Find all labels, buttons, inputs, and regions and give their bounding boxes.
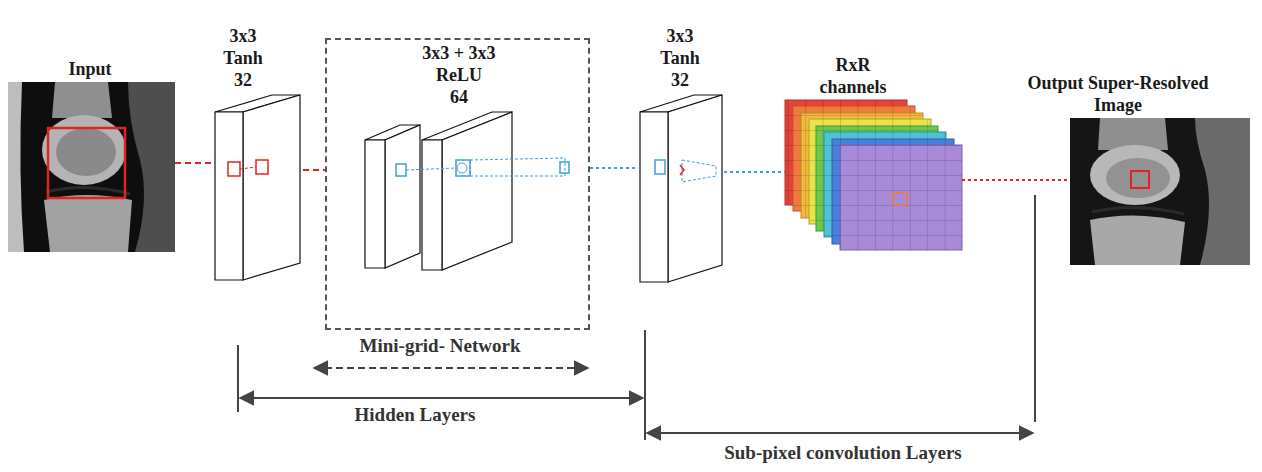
input-patch-box — [48, 128, 125, 198]
node-text: 3x3 Tanh — [652, 25, 708, 69]
mri-tibia — [1090, 215, 1185, 265]
output-image: Output Super-Resolved Image — [1070, 118, 1250, 265]
projection-line — [406, 168, 456, 170]
node-heading: 3x3 Tanh32 — [215, 25, 271, 91]
output-pixel-box — [1131, 171, 1149, 188]
channel-grid — [840, 145, 962, 250]
projection-line — [470, 158, 565, 176]
connector — [724, 171, 785, 173]
connector — [962, 179, 1070, 181]
channel-stack-node: RxR channels — [785, 100, 962, 250]
node-text: Input — [40, 58, 140, 80]
kernel-mark — [680, 165, 684, 175]
node-text: 32 — [652, 69, 708, 91]
brackets — [238, 195, 1035, 440]
channel-stack — [785, 100, 962, 250]
hidden-layers-arrow — [240, 397, 643, 399]
kernel-patch — [655, 160, 665, 174]
projection-line — [240, 167, 256, 169]
node-heading: RxR channels — [803, 54, 903, 98]
node-heading: 3x3 Tanh32 — [652, 25, 708, 91]
mri-tibia — [44, 195, 132, 252]
kernel-patch — [456, 160, 470, 176]
node-heading: 3x3 + 3x3 ReLU64 — [407, 42, 511, 108]
mri-fat — [8, 82, 24, 252]
mri-background — [1070, 118, 1250, 265]
layer-slab — [640, 95, 722, 282]
slab-front — [422, 140, 442, 270]
pixel-mark — [893, 193, 907, 205]
node-heading: Output Super-Resolved Image — [1003, 72, 1233, 116]
node-text: 3x3 Tanh — [215, 25, 271, 69]
mini-grid-arrow — [314, 367, 588, 369]
slab-front — [365, 140, 385, 268]
kernel-patch — [228, 162, 240, 176]
connector — [590, 167, 638, 169]
connector — [175, 162, 213, 164]
layer-slab — [215, 95, 300, 280]
node-text: 3x3 + 3x3 ReLU — [407, 42, 511, 86]
slab-side — [385, 125, 420, 268]
mri-condyle-core — [56, 128, 116, 176]
mri-condyle — [1090, 145, 1180, 205]
mri-cartilage — [46, 187, 130, 194]
conv-layer: 3x3 Tanh32 — [638, 93, 724, 284]
bracket-tick — [237, 345, 239, 412]
slab-side — [668, 95, 722, 282]
kernel-dot — [457, 163, 467, 173]
group-label: Mini-grid- Network — [357, 335, 524, 357]
mri-background — [8, 82, 175, 252]
node-text: 32 — [215, 69, 271, 91]
mri-muscle — [128, 82, 175, 252]
kernel-patch — [560, 162, 569, 173]
mri-cartilage — [1092, 207, 1184, 214]
group-label: Hidden Layers — [352, 404, 479, 426]
kernel-patch — [396, 164, 406, 176]
node-text: RxR channels — [803, 54, 903, 98]
mini-grid-slabs — [365, 112, 569, 270]
slab-front — [640, 112, 668, 282]
bracket-tick — [644, 330, 646, 440]
projection-line — [682, 160, 716, 182]
node-heading: Input — [40, 58, 140, 80]
node-text: Output Super-Resolved Image — [1003, 72, 1233, 116]
slab-side — [442, 112, 512, 270]
node-text: 64 — [407, 86, 511, 108]
group-label: Sub-pixel convolution Layers — [721, 442, 965, 464]
input-image: Input — [8, 82, 175, 252]
slab-side — [243, 95, 300, 280]
output-mri — [1070, 118, 1250, 265]
sub-pixel-arrow — [647, 432, 1033, 434]
mri-muscle — [1195, 118, 1250, 265]
kernel-patch — [256, 160, 268, 174]
slab-front — [215, 112, 243, 280]
bracket-tick — [1034, 195, 1036, 422]
input-mri — [8, 82, 175, 252]
mri-femur — [52, 82, 112, 118]
mri-condyle-core — [1106, 158, 1170, 198]
mri-condyle — [42, 115, 126, 185]
conv-layer: 3x3 Tanh32 — [213, 93, 303, 283]
channel-layer — [840, 145, 962, 250]
connector — [303, 169, 325, 171]
mini-grid-box: 3x3 + 3x3 ReLU64 — [325, 38, 590, 330]
